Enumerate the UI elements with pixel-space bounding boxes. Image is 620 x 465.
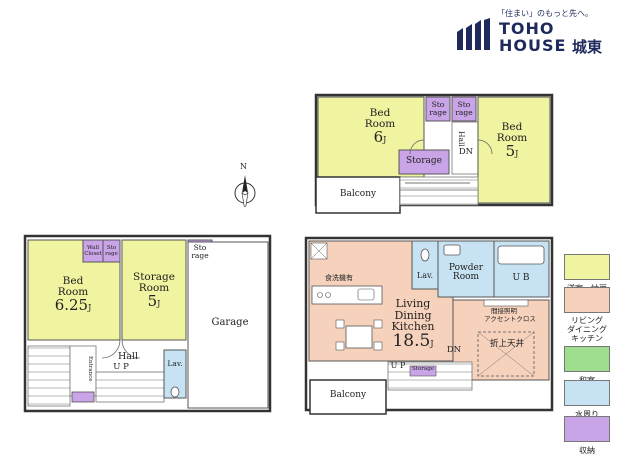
floor1-closet-c-line2: rage bbox=[191, 250, 209, 260]
compass-icon bbox=[234, 175, 256, 207]
floor1-lav-label: Lav. bbox=[167, 359, 183, 368]
legend-item-japanese-room: 和室 bbox=[563, 346, 611, 386]
bedroom-5-fill bbox=[477, 96, 551, 204]
floor1-entrance-label: Entrance bbox=[87, 356, 93, 382]
balcony-main bbox=[309, 379, 387, 415]
storage-small-main-fill bbox=[409, 365, 437, 377]
floor2-storage-b-line2: rage bbox=[455, 107, 473, 117]
lav-1f-fill bbox=[163, 349, 187, 399]
floor2-balcony-label: Balcony bbox=[339, 189, 377, 199]
main-ldk-unit: J bbox=[430, 338, 434, 348]
floor1-closet-c-line1: Sto bbox=[193, 243, 207, 252]
main-ldk-line1: Living bbox=[395, 297, 431, 310]
floor2-bed-left-label: Bed Room 6J bbox=[355, 107, 405, 147]
main-dishwasher-label: 食洗機有 bbox=[325, 274, 353, 282]
closet-b-fill bbox=[102, 239, 121, 263]
main-balcony-label: Balcony bbox=[329, 390, 367, 400]
floor1-storage-room-size: 5 bbox=[147, 292, 158, 311]
legend-label-ldk: リビング ダイニング キッチン bbox=[567, 316, 607, 344]
main-lighting-note: 間接照明 bbox=[491, 307, 517, 315]
floor2-bed-left-line2: Room bbox=[364, 118, 396, 131]
main-accent-note: アクセントクロス bbox=[484, 315, 536, 323]
floor1-closet-a-label: Wall Closet bbox=[84, 245, 102, 257]
storage-main-fill bbox=[398, 149, 450, 175]
brand-header: 「住まい」のもっと先へ。 TOHO HOUSE 城東 bbox=[455, 6, 615, 56]
brand-branch: 城東 bbox=[572, 38, 603, 56]
main-ub-label: U B bbox=[512, 273, 530, 283]
floor-plan bbox=[23, 93, 554, 415]
brand-name-line1: TOHO bbox=[499, 19, 555, 38]
floor1-bed-size: 6.25 bbox=[54, 296, 89, 315]
floor2-storage-b-label: Sto rage bbox=[452, 101, 476, 117]
floor-1-plan bbox=[23, 234, 272, 413]
compass-north-label: N bbox=[240, 162, 247, 171]
floor2-bed-left-size: 6 bbox=[373, 128, 384, 147]
floor1-closet-b-label: Sto rage bbox=[105, 245, 118, 257]
floor1-bed-line2: Room bbox=[57, 286, 89, 299]
compass: N bbox=[232, 162, 258, 208]
floor2-bed-right-line1: Bed bbox=[501, 121, 523, 133]
main-powder-label: Powder Room bbox=[440, 263, 492, 283]
floor2-storage-main-label: Storage bbox=[406, 156, 442, 166]
storage-room-fill bbox=[121, 239, 187, 341]
legend-item-ldk: リビング ダイニング キッチン bbox=[563, 287, 611, 344]
main-powder-line2: Room bbox=[452, 272, 480, 283]
floor2-bed-right-size: 5 bbox=[505, 142, 516, 161]
main-ldk-label: Living Dining Kitchen 18.5J bbox=[378, 298, 448, 350]
floor2-storage-b-line1: Sto bbox=[457, 100, 471, 109]
legend-swatch-ldk bbox=[564, 287, 610, 313]
floor2-storage-a-label: Sto rage bbox=[426, 101, 450, 117]
main-ldk-line2: Dining bbox=[394, 308, 432, 322]
main-powder-line1: Powder bbox=[448, 263, 484, 273]
floor2-bed-right-unit: J bbox=[515, 149, 519, 159]
floor1-storage-room-unit: J bbox=[157, 299, 161, 309]
main-storage-small-label: Storage bbox=[412, 366, 434, 372]
floor1-garage-label: Garage bbox=[211, 317, 249, 328]
floor2-hall-label: Hall bbox=[457, 131, 466, 147]
main-ldk-size: 18.5 bbox=[392, 330, 431, 351]
floor1-storage-room-line1: Storage bbox=[133, 271, 175, 283]
legend-label-wet-area: 水周り bbox=[575, 410, 599, 419]
floor2-bed-left-line1: Bed bbox=[369, 107, 391, 119]
storage-small-a-fill bbox=[425, 96, 451, 122]
floor1-hall-label: Hall bbox=[117, 351, 139, 362]
lav-main-fill bbox=[411, 240, 439, 290]
floor1-bed-line1: Bed bbox=[62, 275, 84, 287]
brand-tagline: 「住まい」のもっと先へ。 bbox=[497, 9, 593, 18]
brand-name-line2: HOUSE bbox=[499, 36, 567, 55]
toho-logo-icon bbox=[457, 18, 490, 50]
legend-item-storage: 収納 bbox=[563, 416, 611, 456]
main-up-label: U P bbox=[390, 361, 406, 370]
main-ldk-line3: Kitchen bbox=[391, 320, 435, 334]
floor1-bed-label: Bed Room 6.25J bbox=[38, 275, 108, 315]
legend-item-wet-area: 水周り bbox=[563, 380, 611, 420]
floor2-bed-right-line2: Room bbox=[496, 132, 528, 145]
floor1-closet-c-label: Sto rage bbox=[188, 244, 212, 260]
floor1-up-label: U P bbox=[113, 362, 129, 372]
floor1-storage-room-line2: Room bbox=[138, 282, 170, 295]
floor2-dn-label: DN bbox=[458, 147, 474, 157]
floor2-storage-a-line1: Sto bbox=[431, 100, 445, 109]
legend-swatch-storage bbox=[564, 416, 610, 442]
main-lav-label: Lav. bbox=[416, 271, 434, 280]
floor-main-plan bbox=[304, 236, 554, 415]
legend-swatch-wet-area bbox=[564, 380, 610, 406]
main-dn-label: DN bbox=[446, 345, 462, 355]
floor1-storage-room-label: Storage Room 5J bbox=[124, 271, 184, 311]
floor-2-plan bbox=[314, 93, 554, 214]
storage-small-b-fill bbox=[451, 96, 477, 122]
main-ceiling-note: 折上天井 bbox=[489, 339, 524, 349]
floor1-bed-unit: J bbox=[88, 303, 92, 313]
legend-swatch-japanese-room bbox=[564, 346, 610, 372]
legend-item-bedroom: 洋室・納戸 bbox=[563, 254, 611, 294]
legend-swatch-bedroom bbox=[564, 254, 610, 280]
legend-label-storage: 収納 bbox=[579, 446, 595, 455]
floor2-bed-left-unit: J bbox=[383, 135, 387, 145]
floor2-storage-a-line2: rage bbox=[429, 107, 447, 117]
floor2-bed-right-label: Bed Room 5J bbox=[490, 121, 534, 161]
